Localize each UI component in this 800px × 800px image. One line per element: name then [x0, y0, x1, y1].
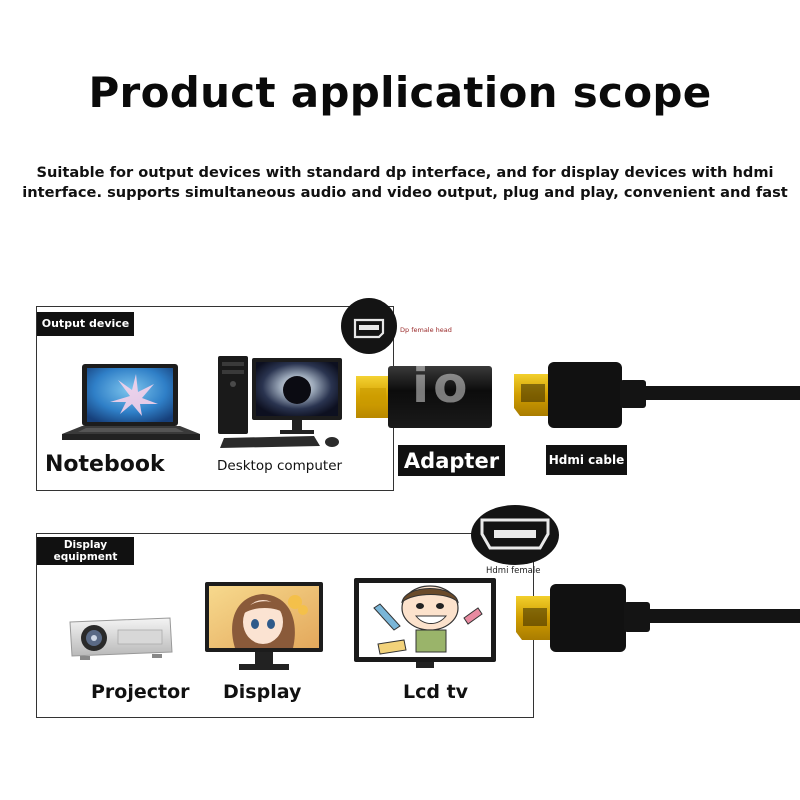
hdmi-cable-bottom-image [516, 584, 800, 652]
subtitle-line-1: Suitable for output devices with standar… [36, 164, 774, 181]
dp-port-icon [341, 298, 397, 354]
output-device-tag: Output device [37, 312, 134, 336]
adapter-label: Adapter [398, 445, 505, 476]
notebook-image [62, 364, 200, 440]
adapter-mark: io [412, 356, 472, 414]
adapter-image [356, 366, 492, 428]
page-subtitle: Suitable for output devices with standar… [20, 163, 790, 203]
page-title: Product application scope [88, 68, 712, 117]
dp-female-label: Dp female head [400, 326, 452, 334]
desktop-computer-image [218, 356, 342, 448]
display-tag-line-2: equipment [53, 551, 118, 563]
hdmi-cable-label: Hdmi cable [546, 445, 627, 475]
display-tag-line-1: Display [63, 539, 108, 551]
desktop-computer-label: Desktop computer [217, 458, 343, 474]
projector-image [69, 617, 173, 660]
display-monitor-image [205, 582, 323, 670]
lcd-tv-label: Lcd tv [403, 681, 469, 703]
hdmi-cable-top-image [514, 362, 800, 428]
projector-label: Projector [91, 681, 190, 703]
hdmi-port-icon [471, 505, 559, 565]
display-label: Display [223, 681, 302, 703]
lcd-tv-image [354, 578, 496, 668]
subtitle-line-2: interface. supports simultaneous audio a… [22, 184, 788, 201]
display-equipment-tag: Display equipment [37, 537, 134, 565]
notebook-label: Notebook [45, 452, 165, 477]
hdmi-female-label: Hdmi female [486, 566, 541, 576]
